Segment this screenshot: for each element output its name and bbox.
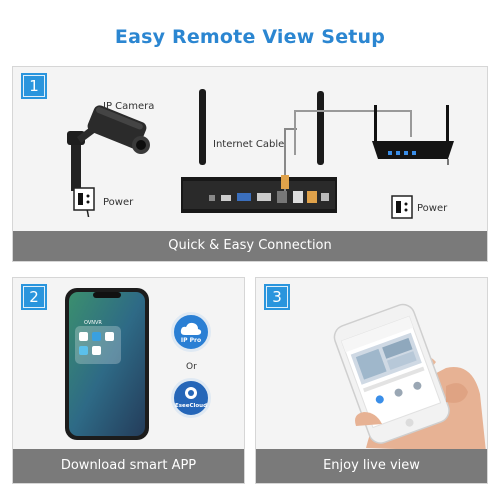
step-badge: 1 bbox=[21, 73, 47, 99]
router-icon bbox=[372, 105, 454, 165]
phone-folder-label: OVNVR bbox=[84, 320, 102, 326]
internet-cable-line bbox=[294, 110, 412, 155]
ip-pro-app-label: IP Pro bbox=[180, 337, 202, 344]
caption-bar: Download smart APP bbox=[13, 449, 244, 483]
step-badge: 2 bbox=[21, 284, 47, 310]
power-plug-icon bbox=[391, 195, 413, 219]
or-label: Or bbox=[186, 362, 197, 372]
camera-lens-icon bbox=[185, 387, 197, 399]
eseecloud-app-label: EseeCloud bbox=[174, 403, 208, 409]
page-title: Easy Remote View Setup bbox=[114, 26, 386, 48]
cloud-icon bbox=[180, 322, 202, 335]
caption-bar: Quick & Easy Connection bbox=[13, 231, 487, 261]
panel-live-view: 3 Enjoy live view bbox=[255, 277, 488, 484]
ip-camera-label: IP Camera bbox=[103, 101, 155, 112]
internet-cable-label: Internet Cable bbox=[213, 139, 285, 150]
nvr-recorder-icon bbox=[181, 89, 337, 213]
router-power-label: Power bbox=[417, 203, 448, 214]
eseecloud-app-icon[interactable]: EseeCloud bbox=[171, 378, 211, 418]
smartphone-icon bbox=[65, 288, 149, 440]
caption-bar: Enjoy live view bbox=[256, 449, 487, 483]
ip-camera-icon bbox=[67, 105, 150, 217]
panel-connection: 1 IP Camera Power bbox=[12, 66, 488, 262]
step-badge: 3 bbox=[264, 284, 290, 310]
power-plug-icon bbox=[73, 187, 95, 211]
hand-holding-phone-illustration bbox=[333, 303, 486, 452]
panel-app: 2 OVNVR IP Pro Or EseeC bbox=[12, 277, 245, 484]
camera-power-label: Power bbox=[103, 197, 134, 208]
ip-pro-app-icon[interactable]: IP Pro bbox=[171, 312, 211, 352]
